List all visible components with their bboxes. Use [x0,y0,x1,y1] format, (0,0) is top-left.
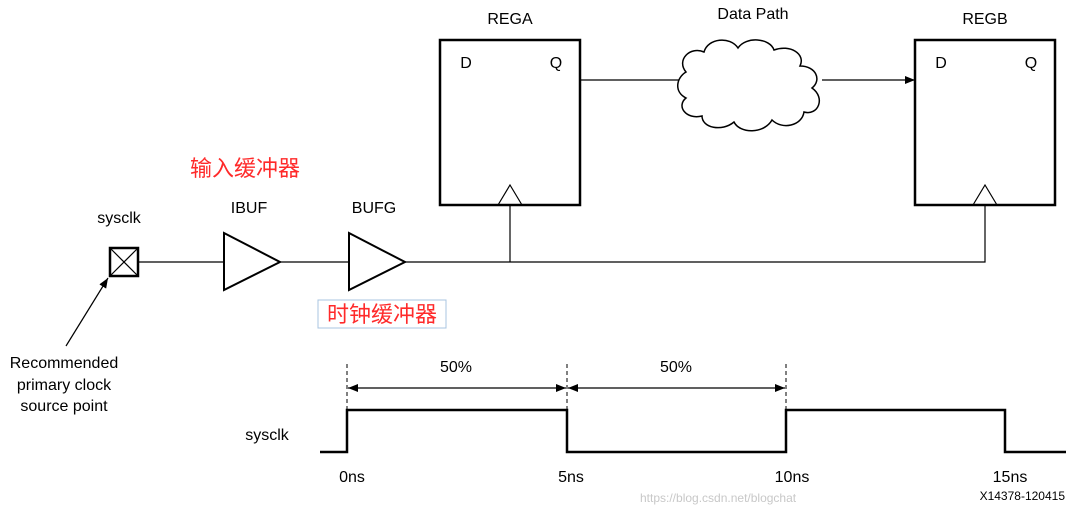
rega-q-pin: Q [550,55,562,72]
tick-15ns: 15ns [993,469,1028,486]
register-regb: REGB D Q [913,11,1057,207]
data-path-cloud-icon [677,39,821,132]
waveform-signal-label: sysclk [245,427,290,444]
watermark: https://blog.csdn.net/blogchat [640,491,797,505]
source-point-arrow [65,277,109,347]
tick-5ns: 5ns [558,469,584,486]
timing-waveform: 50% 50% sysclk 0ns 5ns 10ns 15ns [245,359,1066,486]
regb-clock-pin-icon [972,183,998,206]
recommended-text-1: Recommended [10,355,119,372]
figure-id: X14378-120415 [980,489,1066,503]
rega-label: REGA [487,11,533,28]
register-rega: REGA D Q [438,11,582,207]
regb-label: REGB [962,11,1007,28]
clock-net [405,205,986,263]
tick-0ns: 0ns [339,469,365,486]
ibuf-label: IBUF [231,200,268,217]
bufg-chinese-label: 时钟缓冲器 [327,303,437,328]
regb-q-pin: Q [1025,55,1037,72]
ibuf-chinese-label: 输入缓冲器 [190,157,300,182]
sysclk-pad-icon [108,246,140,278]
duty-high-label: 50% [440,359,472,376]
rega-clock-pin-icon [497,183,523,206]
tick-10ns: 10ns [775,469,810,486]
sysclk-pad-label: sysclk [97,210,142,227]
regb-d-pin: D [935,55,947,72]
bufg-chinese-label-box [317,299,447,329]
bufg-buffer-icon [348,231,408,292]
sysclk-waveform [320,408,1066,454]
ibuf-buffer-icon [223,231,283,292]
recommended-text-2: primary clock [17,377,112,394]
recommended-text-3: source point [20,398,108,415]
duty-low-label: 50% [660,359,692,376]
rega-d-pin: D [460,55,472,72]
bufg-label: BUFG [352,200,396,217]
data-path-label: Data Path [717,6,788,23]
